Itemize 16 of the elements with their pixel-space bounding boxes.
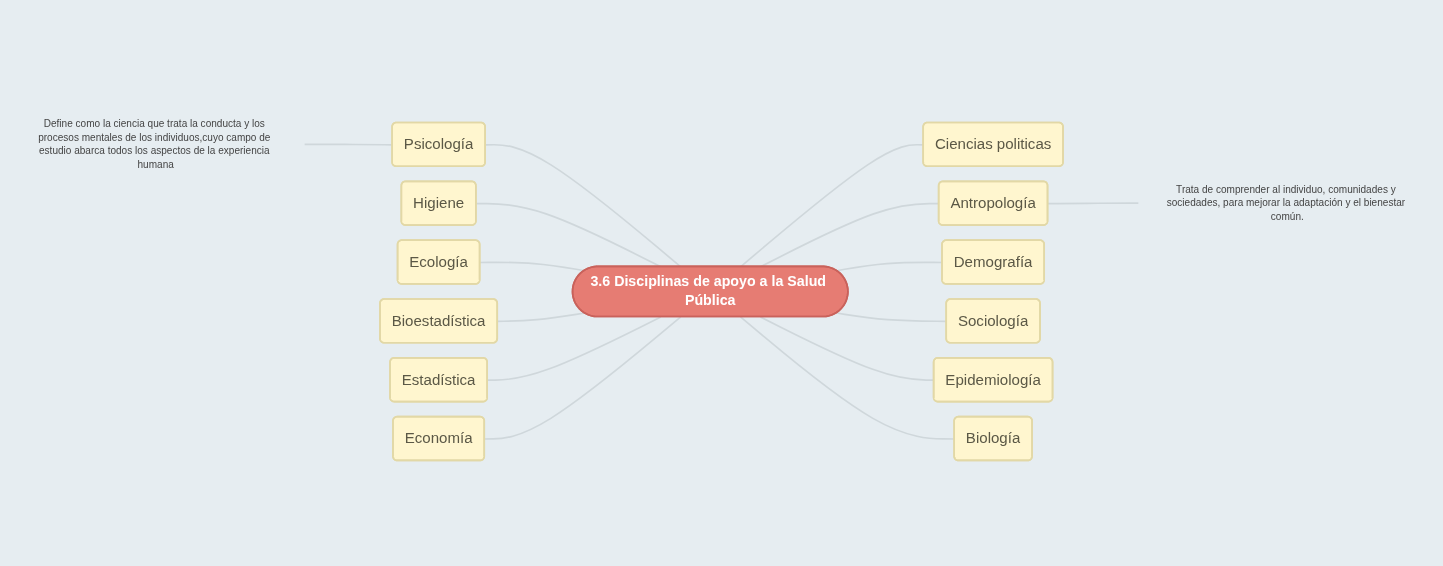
topic-box: Epidemiología [932, 357, 1054, 403]
note-text: Trata de comprender al individuo, comunidades y sociedades, para mejorar la adaptación y el bienestar común. [1166, 183, 1406, 223]
topic-box: Psicología [391, 121, 486, 168]
central-topic: 3.6 Disciplinas de apoyo a la Salud Pública [571, 265, 849, 318]
connector-line [475, 202, 662, 268]
topic-box: Estadística [389, 357, 488, 403]
topic-box: Bioestadística [379, 298, 499, 344]
topic-box: Economía [392, 415, 486, 462]
topic-box: Ecología [396, 239, 481, 285]
topic-box: Biología [953, 415, 1033, 462]
topic-box: Demografía [941, 239, 1045, 285]
note-text: Define como la ciencia que trata la conducta y los procesos mentales de los individuos,cuyo campo de estudio abarca todos los aspectos de la experiencia humana [38, 118, 271, 171]
topic-box: Higiene [400, 180, 477, 226]
topic-box: Antropología [937, 180, 1049, 226]
topic-box: Ciencias politicas [922, 121, 1064, 168]
topic-box: Sociología [945, 298, 1041, 344]
